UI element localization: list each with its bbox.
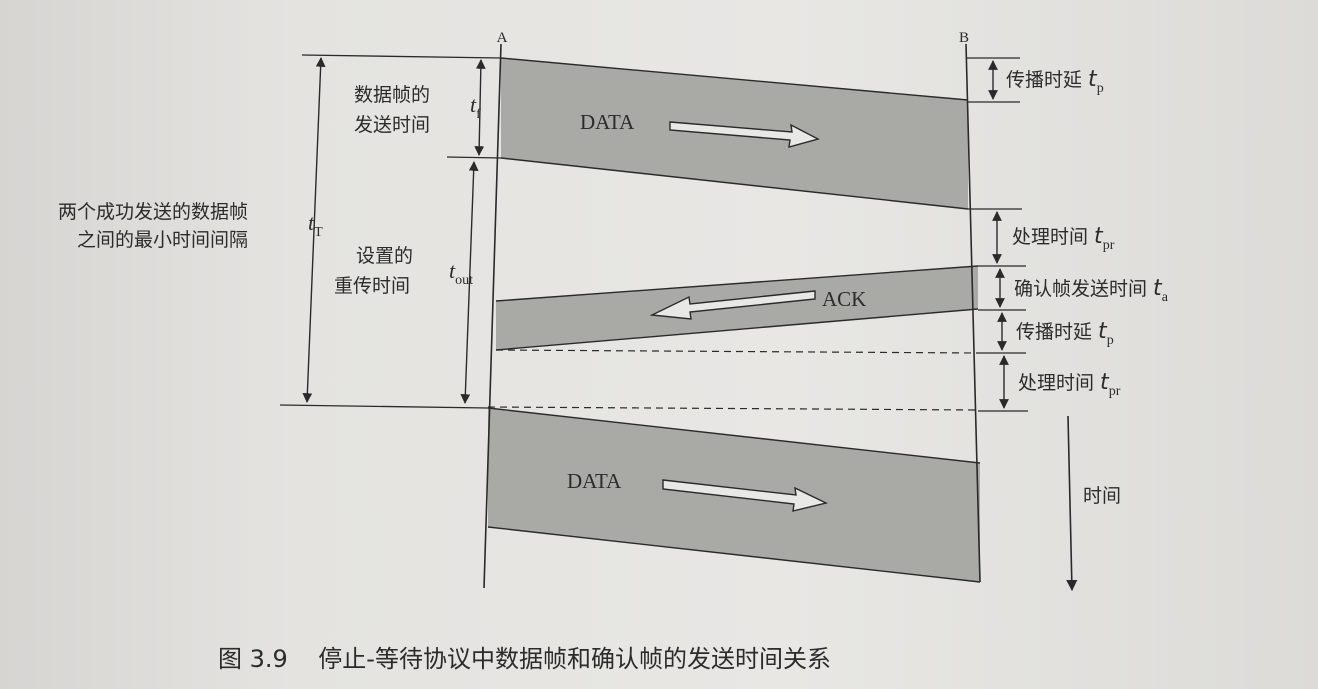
data1-direction-arrow <box>669 121 820 148</box>
data1-label: DATA <box>580 110 635 134</box>
dashed-ack-arrival <box>495 349 979 354</box>
right-label-processing-1: 处理时间 tpr <box>1012 224 1115 253</box>
time-axis-arrow <box>1066 415 1078 592</box>
right-label-propagation-1: 传播时延 tp <box>1006 67 1104 96</box>
tT-dimension-arrow <box>302 57 326 403</box>
ref-line-top <box>301 54 502 59</box>
right-label-propagation-2: 传播时延 tp <box>1016 319 1114 348</box>
retx-time-label-line2: 重传时间 <box>334 275 410 297</box>
send-time-label-line2: 发送时间 <box>354 114 430 136</box>
tout-dimension-arrow <box>460 161 479 404</box>
dashed-next-send <box>487 406 979 411</box>
ack-label: ACK <box>822 287 866 311</box>
data2-label: DATA <box>567 469 622 493</box>
data2-bottom-edge <box>487 526 981 583</box>
right-label-processing-2: 处理时间 tpr <box>1018 370 1121 399</box>
retx-time-label-line1: 设置的 <box>356 245 413 267</box>
node-a-timeline <box>483 43 502 589</box>
node-a-label: A <box>497 30 508 46</box>
data1-top-edge <box>500 57 969 101</box>
tf-dimension-arrow <box>474 59 486 156</box>
tT-symbol: tT <box>308 210 323 240</box>
ack-bottom-edge <box>495 308 979 351</box>
right-label-ack-send: 确认帧发送时间 ta <box>1014 276 1169 305</box>
time-axis-label: 时间 <box>1083 485 1121 507</box>
min-interval-label-line2: 之间的最小时间间隔 <box>77 229 248 251</box>
ref-line-bottom <box>279 404 489 409</box>
tf-symbol: tf <box>470 92 481 122</box>
node-b-timeline <box>965 43 981 583</box>
figure-caption: 图 3.9 停止-等待协议中数据帧和确认帧的发送时间关系 <box>218 645 831 673</box>
send-time-label-line1: 数据帧的 <box>354 84 430 106</box>
ack-direction-arrow <box>649 290 816 320</box>
tout-symbol: tout <box>449 258 473 288</box>
data1-bottom-edge <box>500 157 969 210</box>
node-b-label: B <box>959 30 969 46</box>
data2-direction-arrow <box>662 479 829 512</box>
ref-line-tf-end <box>446 156 502 159</box>
min-interval-label-line1: 两个成功发送的数据帧 <box>58 201 248 223</box>
data2-top-edge <box>487 407 981 464</box>
ack-frame-band <box>496 266 978 350</box>
ack-top-edge <box>495 265 979 302</box>
